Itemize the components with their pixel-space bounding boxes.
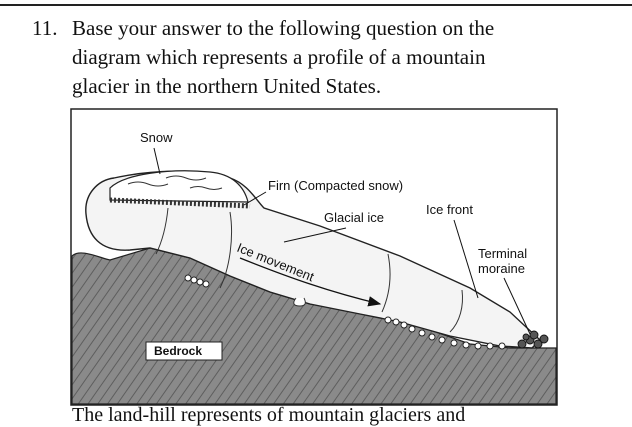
moraine-label: moraine [478,261,525,276]
firn-label: Firn (Compacted snow) [268,178,403,193]
firn-leader [243,191,267,206]
top-rule [0,4,632,6]
snow-texture [127,175,223,190]
glacier-ice-shape [85,170,542,349]
ground-moraine-rocks [184,274,506,350]
boulder [293,297,306,307]
question-line-1: Base your answer to the following questi… [72,16,495,40]
glacial-ice-label: Glacial ice [324,210,384,225]
firn-layer [109,197,251,209]
question-line-2: diagram which represents a profile of a … [72,45,486,69]
ice-front-leader [453,219,479,299]
flow-line-1 [155,207,169,255]
glacier-profile-diagram: Snow Firn (Compacted snow) Glacial ice I… [70,108,558,408]
glacial-ice-leader [283,227,347,243]
terminal-label: Terminal [478,246,527,261]
terminal-moraine-pile [517,330,549,349]
snow-leader [153,147,161,175]
ice-front-label: Ice front [426,202,473,217]
snow-cap-shape [109,170,249,203]
question-line-3: glacier in the northern United States. [72,74,382,98]
flow-line-3 [381,253,391,313]
flow-line-4 [449,289,463,333]
flow-line-2 [219,211,233,289]
snow-label: Snow [140,130,173,145]
bedrock-label-box [145,341,223,361]
question-number: 11. [32,16,58,40]
terminal-moraine-leader [503,277,531,335]
bedrock-label: Bedrock [154,344,202,358]
ice-movement-arrow [239,257,382,307]
